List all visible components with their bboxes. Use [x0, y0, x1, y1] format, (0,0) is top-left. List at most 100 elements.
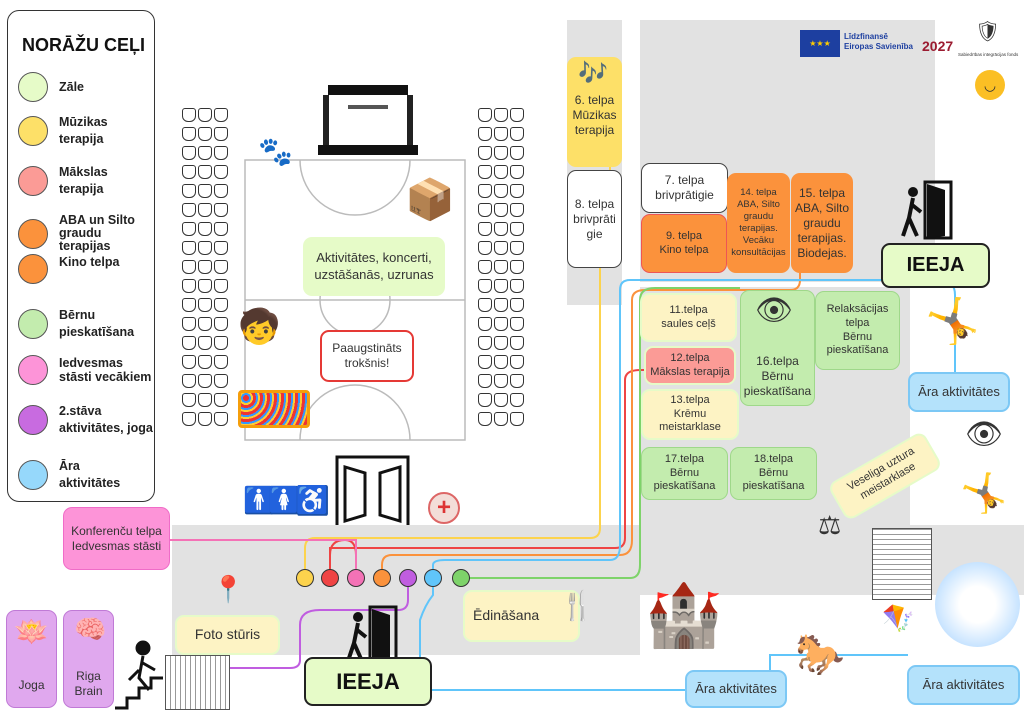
bouncy-castle-icon: 🏰 [645, 581, 723, 650]
chair-icon [214, 127, 228, 141]
legend-swatch [18, 404, 48, 435]
chair-icon [494, 355, 508, 369]
chair-icon [510, 260, 524, 274]
outdoor-activities-corner[interactable]: Āra aktivitātes [907, 665, 1020, 705]
chair-icon [478, 393, 492, 407]
outdoor-activities-bottom[interactable]: Āra aktivitātes [685, 670, 787, 708]
route-dot-children[interactable] [452, 569, 470, 587]
chair-icon [182, 203, 196, 217]
route-dot-art[interactable] [321, 569, 339, 587]
entrance-door-icon [346, 605, 398, 665]
chair-icon [510, 298, 524, 312]
entrance-door-icon [901, 180, 953, 240]
legend: NORĀŽU CEĻI Zāle Mūzikas terapija Māksla… [7, 10, 155, 502]
room-17-childcare[interactable]: 17.telpa Bērnu pieskatīšana [641, 447, 728, 500]
music-notes-icon: 🎶 [578, 60, 608, 87]
legend-item: Kino telpa [18, 254, 119, 284]
chair-icon [214, 241, 228, 255]
room-15-aba[interactable]: 15. telpa ABA, Silto graudu terapijas. B… [791, 173, 853, 273]
room-18-childcare[interactable]: 18.telpa Bērnu pieskatīšana [730, 447, 817, 500]
chair-icon [494, 298, 508, 312]
room-6-music[interactable]: 6. telpa Mūzikas terapija [567, 57, 622, 167]
chair-icon [494, 127, 508, 141]
chair-icon [182, 260, 196, 274]
photo-corner[interactable]: Foto stūris [175, 615, 280, 655]
chair-icon [214, 374, 228, 388]
chair-icon [494, 108, 508, 122]
chair-icon [214, 184, 228, 198]
route-dot-aba[interactable] [373, 569, 391, 587]
chair-icon [478, 298, 492, 312]
chair-icon [494, 222, 508, 236]
room-13-cream[interactable]: 13.telpa Krēmu meistarklase [641, 389, 739, 440]
legend-label: Mūzikas terapija [59, 115, 108, 146]
room-11-sun-path[interactable]: 11.telpa saules ceļš [640, 293, 737, 342]
stage-icon [318, 85, 418, 155]
yoga-room[interactable]: Joga [6, 610, 57, 708]
chair-icon [182, 393, 196, 407]
route-dot-floor2[interactable] [399, 569, 417, 587]
room-8-volunteers[interactable]: 8. telpa brivprāti gie [567, 170, 622, 268]
route-children [461, 287, 740, 579]
legend-item: Zāle [18, 72, 84, 102]
chair-icon [494, 393, 508, 407]
chair-icon [510, 241, 524, 255]
chair-icon [478, 184, 492, 198]
chair-icon [182, 412, 196, 426]
relaxation-room[interactable]: Relaksācijas telpa Bērnu pieskatīšana [815, 291, 900, 370]
chair-icon [182, 222, 196, 236]
camera-pin-icon: 📍 [212, 574, 245, 604]
chair-icon [214, 298, 228, 312]
coat-of-arms-icon: 🛡 [975, 21, 1001, 43]
restroom-man-icon: 🚹 [243, 485, 276, 515]
dining-area[interactable]: Ēdināšana [463, 590, 580, 642]
chair-icon [478, 374, 492, 388]
room-16-childcare[interactable]: 16.telpa Bērnu pieskatīšana [740, 290, 815, 406]
chair-icon [478, 165, 492, 179]
chair-icon [494, 336, 508, 350]
entrance-top[interactable]: IEEJA [881, 243, 990, 288]
chair-icon [214, 203, 228, 217]
riga-brain-room[interactable]: Riga Brain [63, 610, 114, 708]
chair-icon [494, 374, 508, 388]
lotus-icon: 🪷 [14, 616, 49, 647]
legend-label: 2.stāva aktivitātes, joga [59, 404, 153, 435]
legend-label: Iedvesmas stāsti vecākiem [59, 355, 152, 384]
chair-icon [214, 336, 228, 350]
route-dot-inspiration[interactable] [347, 569, 365, 587]
entrance-bottom[interactable]: IEEJA [304, 657, 432, 706]
route-dot-outdoor[interactable] [424, 569, 442, 587]
room-9-cinema[interactable]: 9. telpa Kino telpa [641, 214, 727, 273]
chair-icon [510, 222, 524, 236]
room-14-aba[interactable]: 14. telpa ABA, Silto graudu terapijas. V… [727, 173, 790, 273]
legend-label: Zāle [59, 79, 85, 94]
legend-swatch [18, 72, 48, 102]
chair-icon [478, 317, 492, 331]
legend-item: Bērnu pieskatīšana [18, 307, 134, 341]
chair-icon [510, 374, 524, 388]
legend-label: Mākslas terapija [59, 165, 108, 196]
conference-room[interactable]: Konferenču telpa Iedvesmas stāsti [63, 507, 170, 570]
chair-icon [198, 412, 212, 426]
outdoor-activities-right[interactable]: Āra aktivitātes [908, 372, 1010, 412]
chair-icon [510, 317, 524, 331]
chair-icon [494, 279, 508, 293]
room-7-volunteers[interactable]: 7. telpa brivprātigie [641, 163, 728, 213]
room-12-art[interactable]: 12.telpa Mākslas terapija [644, 346, 736, 385]
route-inspiration [170, 539, 357, 578]
chair-icon [478, 260, 492, 274]
legend-swatch [18, 218, 48, 249]
chair-icon [478, 203, 492, 217]
chair-icon [510, 412, 524, 426]
legend-item: Āra aktivitātes [18, 458, 120, 492]
chair-icon [510, 127, 524, 141]
chair-icon [198, 146, 212, 160]
chair-icon [510, 108, 524, 122]
fund-logo-text: Sabiedrības integrācijas fonds [958, 52, 1019, 57]
route-dot-music[interactable] [296, 569, 314, 587]
legend-swatch [18, 165, 48, 196]
chair-icon [198, 336, 212, 350]
chair-icon [214, 165, 228, 179]
chair-icon [478, 336, 492, 350]
hall-activities-label: Aktivitātes, koncerti, uzstāšanās, uzrun… [303, 237, 445, 296]
